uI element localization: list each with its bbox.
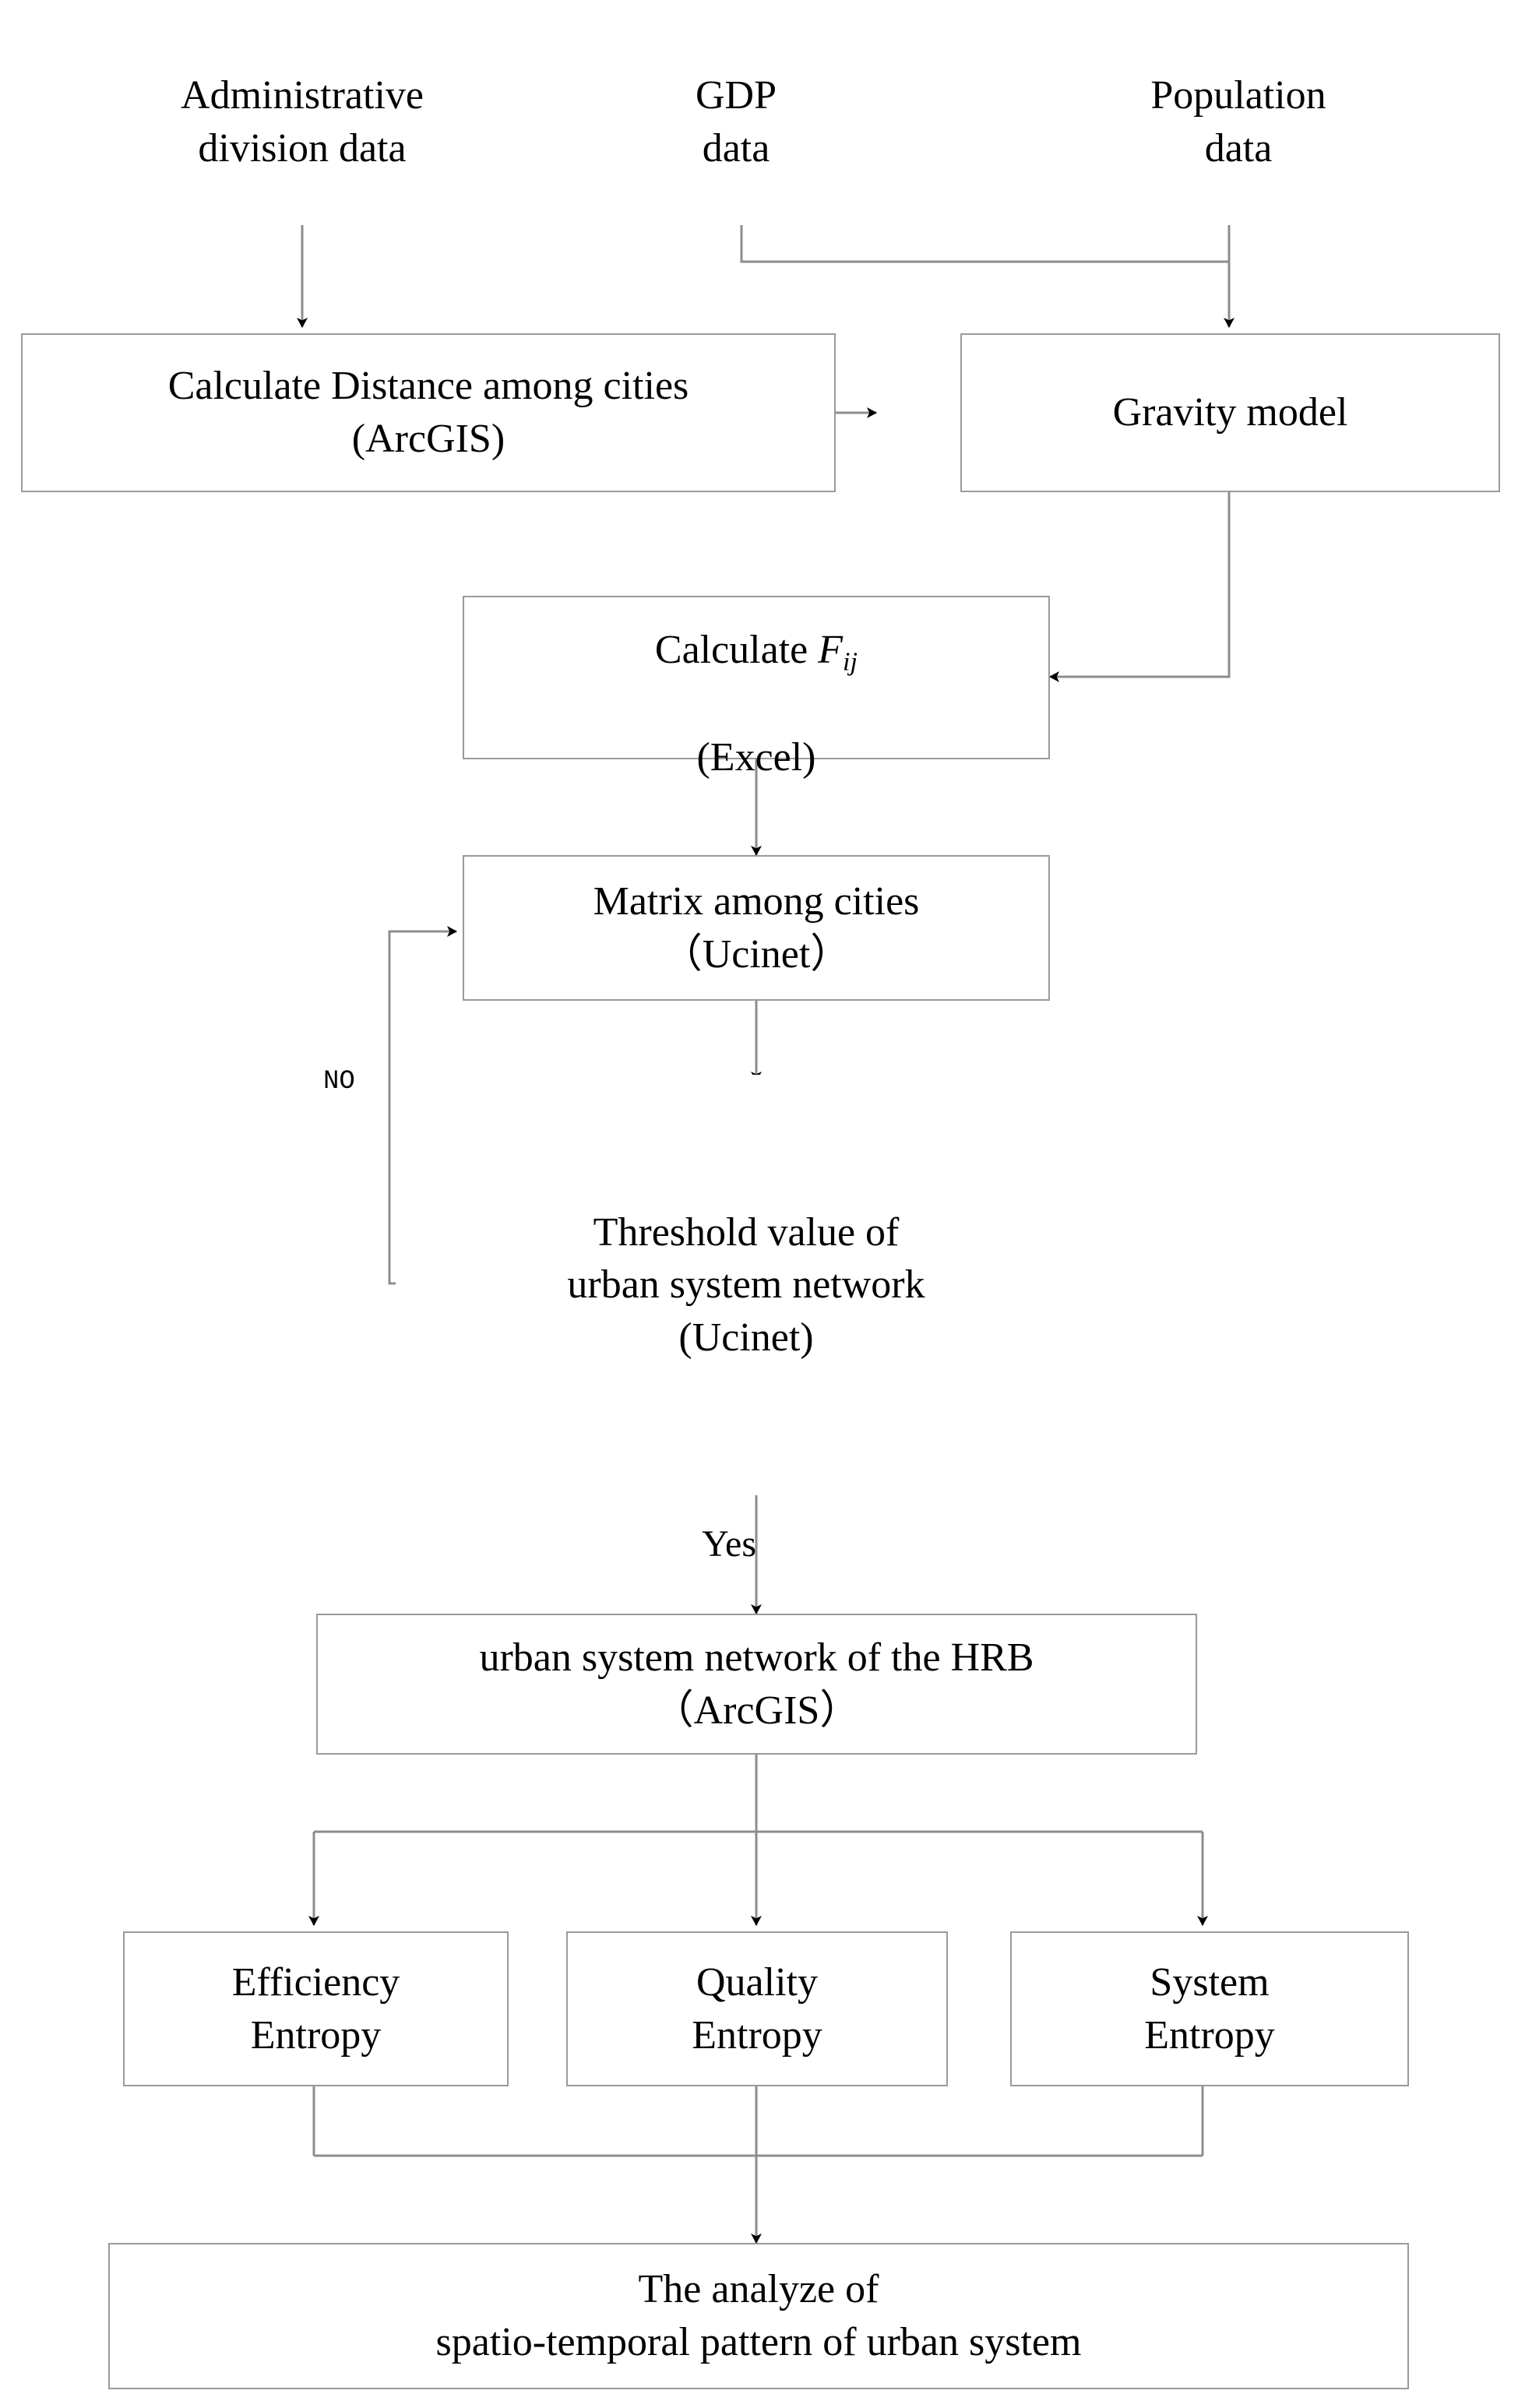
calculate-distance-text: Calculate Distance among cities (ArcGIS) bbox=[167, 364, 689, 461]
node-matrix-among-cities[interactable]: Matrix among cities （Ucinet） bbox=[463, 855, 1050, 1001]
node-efficiency-entropy[interactable]: Efficiency Entropy bbox=[123, 1931, 509, 2086]
node-calculate-distance[interactable]: Calculate Distance among cities (ArcGIS) bbox=[21, 333, 836, 492]
admin-data-text: Administrative division data bbox=[181, 73, 424, 171]
threshold-value-text: Threshold value of urban system network … bbox=[567, 1209, 925, 1360]
edge-gravity-to-calcfij bbox=[1049, 492, 1231, 682]
node-threshold-value[interactable]: Threshold value of urban system network … bbox=[396, 1075, 1097, 1495]
yes-label-text: Yes bbox=[702, 1523, 756, 1565]
node-final-analysis[interactable]: The analyze of spatio-temporal pattern o… bbox=[108, 2243, 1409, 2389]
efficiency-entropy-text: Efficiency Entropy bbox=[231, 1959, 400, 2058]
gdp-data-text: GDP data bbox=[695, 73, 777, 171]
node-gravity-model[interactable]: Gravity model bbox=[960, 333, 1500, 492]
population-data-text: Population data bbox=[1150, 73, 1326, 171]
node-system-entropy[interactable]: System Entropy bbox=[1010, 1931, 1409, 2086]
node-admin-division-data-label: Administrative division data bbox=[30, 19, 575, 225]
system-entropy-text: System Entropy bbox=[1144, 1959, 1275, 2058]
node-quality-entropy[interactable]: Quality Entropy bbox=[566, 1931, 948, 2086]
matrix-among-cities-text: Matrix among cities （Ucinet） bbox=[593, 878, 920, 977]
calc-fij-line2: (Excel) bbox=[696, 735, 816, 780]
gravity-model-text: Gravity model bbox=[1112, 390, 1348, 435]
node-gdp-data[interactable]: GDP data bbox=[545, 19, 927, 225]
calc-fij-symbol: F bbox=[818, 627, 844, 672]
calc-fij-subscript: ij bbox=[843, 646, 858, 677]
edge-label-no: NO bbox=[323, 1067, 393, 1103]
no-label-text: NO bbox=[323, 1067, 355, 1097]
edge-gdp-to-gravity bbox=[740, 215, 1229, 263]
calc-fij-line1: Calculate Fij bbox=[654, 627, 858, 677]
calc-fij-prefix: Calculate bbox=[654, 627, 819, 672]
node-calculate-fij[interactable]: Calculate Fij (Excel) bbox=[463, 596, 1050, 780]
hrb-network-text: urban system network of the HRB （ArcGIS） bbox=[479, 1635, 1034, 1733]
calculate-fij-text: Calculate Fij (Excel) bbox=[655, 571, 858, 784]
final-analysis-text: The analyze of spatio-temporal pattern o… bbox=[435, 2267, 1082, 2364]
node-hrb-network[interactable]: urban system network of the HRB （ArcGIS） bbox=[316, 1614, 1197, 1755]
quality-entropy-text: Quality Entropy bbox=[692, 1959, 822, 2058]
edge-label-yes: Yes bbox=[682, 1523, 756, 1565]
node-population-data[interactable]: Population data bbox=[966, 19, 1511, 225]
